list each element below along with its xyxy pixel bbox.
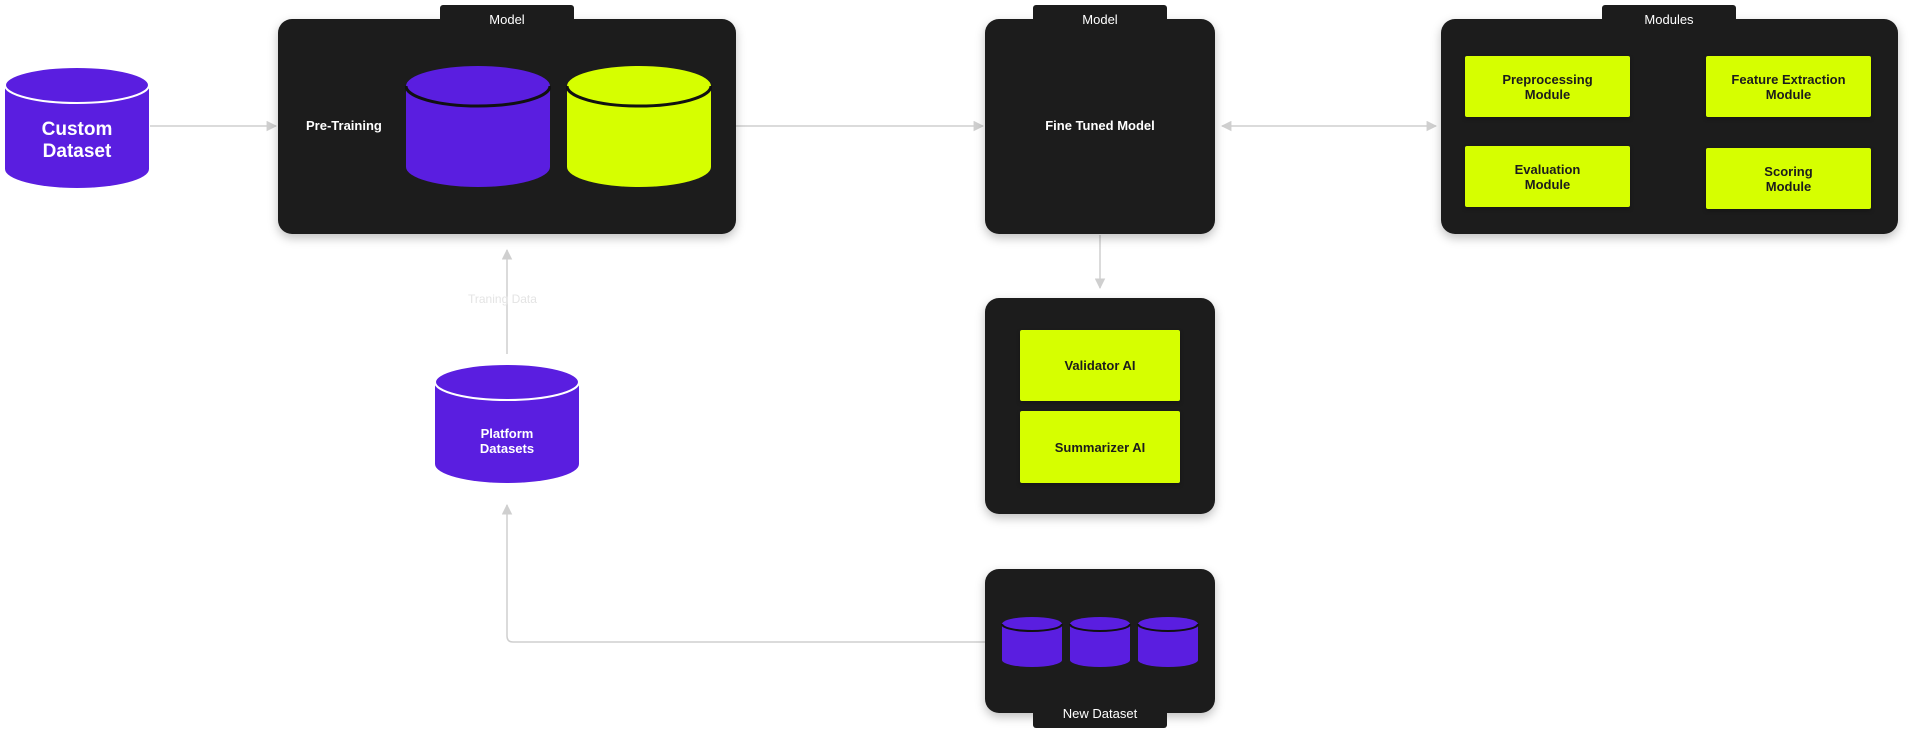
preprocessing-module: Preprocessing Module bbox=[1465, 56, 1630, 117]
summarizer-ai-box: Summarizer AI bbox=[1020, 411, 1180, 483]
small-cylinder-icon bbox=[1137, 617, 1199, 667]
modules-panel-tab: Modules bbox=[1602, 5, 1736, 34]
feature-extraction-module-label: Feature Extraction Module bbox=[1731, 71, 1846, 102]
fine-tuned-panel-tab: Model bbox=[1033, 5, 1167, 34]
database-cylinder-icon bbox=[4, 66, 150, 188]
purple-cylinder-icon bbox=[405, 66, 551, 187]
pretraining-label: Pre-Training bbox=[306, 118, 382, 133]
fine-tuned-panel bbox=[985, 19, 1215, 234]
scoring-module: Scoring Module bbox=[1706, 148, 1871, 209]
evaluation-module-label: Evaluation Module bbox=[1514, 161, 1581, 192]
training-data-label: Traning Data bbox=[468, 292, 537, 306]
feature-extraction-module: Feature Extraction Module bbox=[1706, 56, 1871, 117]
scoring-module-label: Scoring Module bbox=[1764, 163, 1813, 194]
database-cylinder-icon bbox=[434, 363, 580, 483]
custom-dataset-node: Custom Dataset bbox=[4, 66, 150, 190]
validator-ai-label: Validator AI bbox=[1064, 358, 1136, 373]
new-dataset-panel-tab: New Dataset bbox=[1033, 699, 1167, 728]
preprocessing-module-label: Preprocessing Module bbox=[1502, 71, 1593, 102]
lime-cylinder-icon bbox=[566, 66, 712, 187]
platform-datasets-label: Platform Datasets bbox=[479, 426, 535, 456]
small-cylinder-icon bbox=[1069, 617, 1131, 667]
summarizer-ai-label: Summarizer AI bbox=[1054, 439, 1146, 455]
pretraining-panel-tab: Model bbox=[440, 5, 574, 34]
small-cylinder-icon bbox=[1001, 617, 1063, 667]
validator-ai-box: Validator AI bbox=[1020, 330, 1180, 401]
custom-dataset-label: Custom Dataset bbox=[41, 119, 113, 162]
evaluation-module: Evaluation Module bbox=[1465, 146, 1630, 207]
platform-datasets-node: Platform Datasets bbox=[434, 363, 580, 485]
fine-tuned-label: Fine Tuned Model bbox=[1045, 118, 1155, 133]
arrow-newdataset-to-platform bbox=[501, 503, 985, 643]
